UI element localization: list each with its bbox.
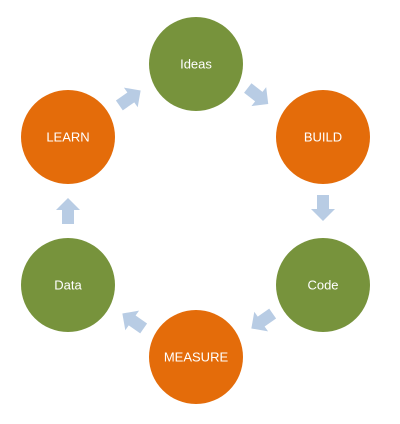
arrow-learn-to-ideas: [115, 87, 141, 111]
node-measure-circle: [149, 310, 243, 404]
node-ideas-label: Ideas: [180, 57, 212, 72]
arrow-code-to-measure: [251, 308, 277, 332]
arrow-ideas-to-build: [244, 83, 269, 107]
arrow-build-to-code: [311, 195, 335, 221]
node-code-circle: [276, 238, 370, 332]
node-measure-label: MEASURE: [164, 350, 229, 365]
node-build-label: BUILD: [304, 130, 342, 145]
node-measure: MEASURE: [149, 310, 243, 404]
node-code: Code: [276, 238, 370, 332]
node-build: BUILD: [276, 90, 370, 184]
node-data-label: Data: [54, 278, 82, 293]
arrow-data-to-learn: [56, 198, 80, 224]
node-learn-circle: [21, 90, 115, 184]
node-code-label: Code: [307, 278, 338, 293]
node-build-circle: [276, 90, 370, 184]
node-data-circle: [21, 238, 115, 332]
arrow-measure-to-data: [122, 310, 148, 334]
node-ideas: Ideas: [149, 17, 243, 111]
node-learn-label: LEARN: [46, 130, 89, 145]
node-data: Data: [21, 238, 115, 332]
node-ideas-circle: [149, 17, 243, 111]
cycle-arrows: [56, 83, 335, 334]
node-learn: LEARN: [21, 90, 115, 184]
